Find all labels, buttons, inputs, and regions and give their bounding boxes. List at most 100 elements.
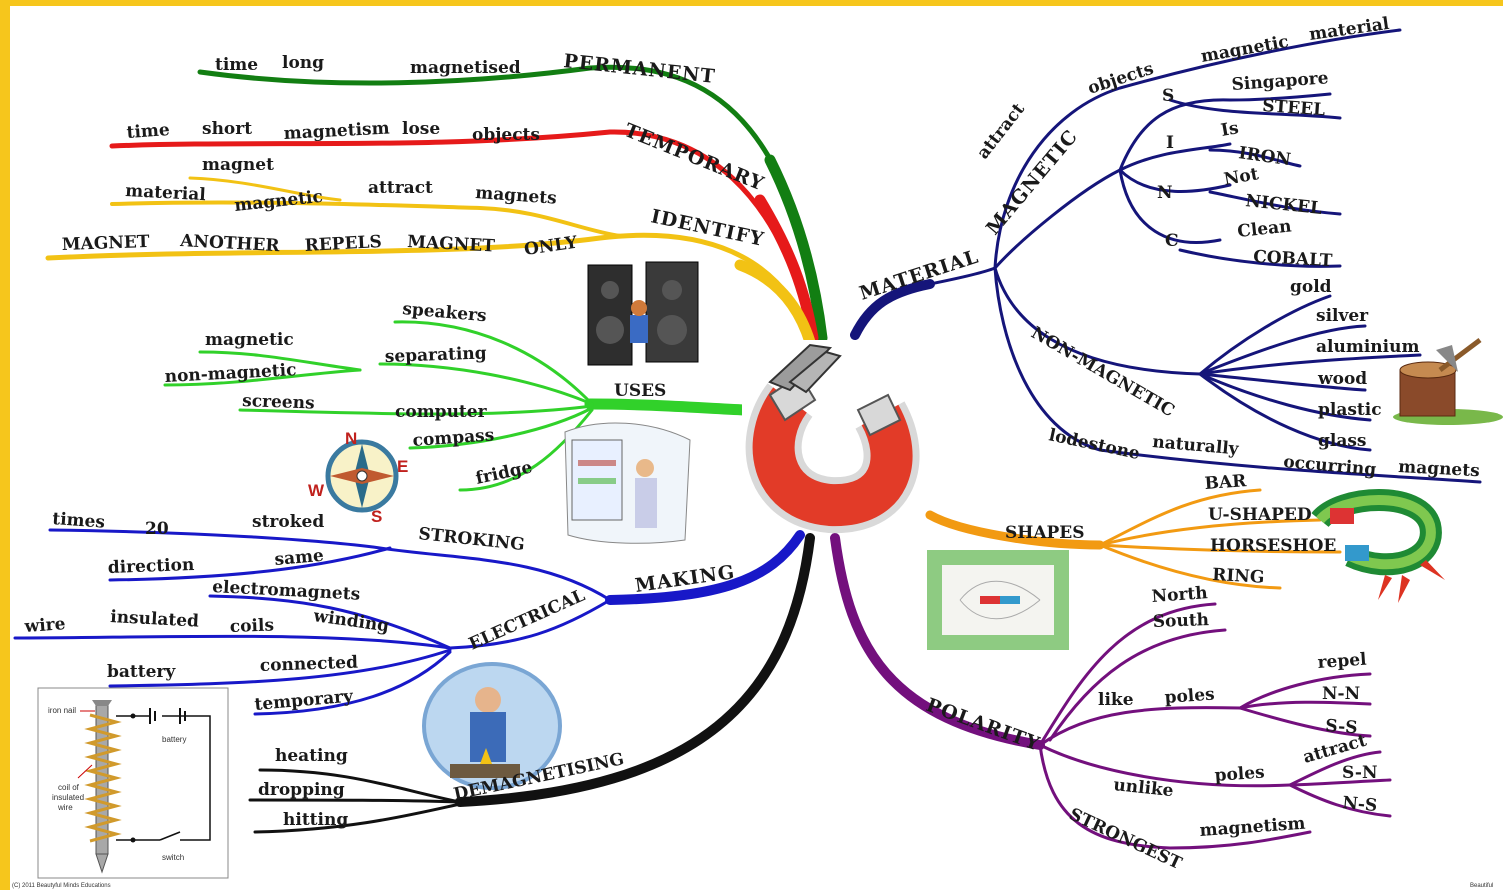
label-permanent: PERMANENT <box>562 50 716 88</box>
word-electrical-connected: connected <box>259 653 358 676</box>
branch-polarity <box>830 533 1045 750</box>
branch-material-twigs <box>928 28 1482 484</box>
word-electrical-temporary: temporary <box>254 686 355 715</box>
word-stroking-20: 20 <box>145 519 169 539</box>
word-electrical-winding: winding <box>311 606 390 637</box>
branch-making-twigs <box>13 528 612 716</box>
word-electrical-insulated: insulated <box>110 607 200 632</box>
compass-letter-w: W <box>308 481 325 500</box>
branch-making <box>605 530 805 605</box>
diagram-label-iron-nail: iron nail <box>48 706 76 715</box>
branch-shapes <box>925 510 1105 550</box>
footer-mark: Beautiful <box>1470 883 1493 889</box>
diagram-label-coil-2: insulated <box>52 793 84 802</box>
word-polarity-north: North <box>1151 583 1208 607</box>
branch-identify-magnet <box>188 176 342 202</box>
word-shapes-u-shaped: U-SHAPED <box>1208 505 1312 525</box>
word-electrical-coils: coils <box>229 615 274 637</box>
word-nonmag-gold: gold <box>1290 277 1332 297</box>
word-uses-fridge: fridge <box>474 457 534 489</box>
horseshoe-magnet-image <box>742 340 922 534</box>
word-electrical-electromagnets: electromagnets <box>212 577 361 605</box>
branch-shapes-twigs <box>1098 488 1342 590</box>
diagram-label-battery: battery <box>162 735 186 744</box>
bar-magnet-field-image <box>927 550 1069 650</box>
word-temporary-short: short <box>202 119 252 139</box>
label-shapes: SHAPES <box>1005 523 1085 543</box>
word-uses-computer: computer <box>395 402 488 422</box>
word-nonmag-plastic: plastic <box>1318 400 1382 420</box>
word-nonmag-wood: wood <box>1317 369 1367 389</box>
branch-permanent-trunk <box>764 154 828 344</box>
word-polarity-south: South <box>1152 610 1209 632</box>
label-stroking: STROKING <box>417 524 525 555</box>
word-polarity-repel: repel <box>1317 650 1368 673</box>
compass-letter-e: E <box>397 457 408 476</box>
word-uses-separating: separating <box>384 343 487 367</box>
word-uses-magnetic: magnetic <box>205 330 294 350</box>
label-uses: USES <box>614 381 666 401</box>
word-magnetic-nickel: NICKEL <box>1244 191 1322 219</box>
horseshoe-nails-image <box>1311 489 1445 603</box>
branch-identify <box>45 232 815 343</box>
word-polarity-like-poles: poles <box>1164 685 1215 708</box>
word-identify-row-only: ONLY <box>523 233 579 260</box>
word-identify-material: material <box>125 181 207 205</box>
word-permanent-magnetised: magnetised <box>410 58 521 78</box>
label-temporary: TEMPORARY <box>621 119 767 195</box>
mind-map-canvas: N W E S <box>10 6 1503 890</box>
word-shapes-bar: BAR <box>1204 471 1248 494</box>
word-uses-screens: screens <box>242 391 315 414</box>
scientist-image <box>422 662 562 790</box>
word-temporary-lose: lose <box>402 119 440 139</box>
word-uses-compass: compass <box>412 425 495 451</box>
word-stroking-times: times <box>52 509 106 533</box>
word-shapes-horseshoe: HORSESHOE <box>1210 536 1336 556</box>
branch-demagnetising <box>455 533 815 807</box>
word-stroking-stroked: stroked <box>252 512 324 532</box>
branch-identify-upper <box>110 200 622 238</box>
branch-polarity-twigs <box>1038 602 1392 850</box>
letter-n: N <box>1157 183 1173 203</box>
word-temporary-objects: objects <box>472 125 540 145</box>
word-magnets: magnets <box>1398 457 1480 481</box>
speakers-image <box>587 261 699 366</box>
word-magnetic-clean: Clean <box>1236 216 1292 242</box>
footer-copyright: (C) 2011 Beautyful Minds Educations <box>12 883 111 889</box>
word-identify-row-repels: REPELS <box>304 232 382 256</box>
word-magnetic-not: Not <box>1222 164 1260 190</box>
word-magnetic-is: Is <box>1219 118 1240 141</box>
letter-s: S <box>1162 86 1174 106</box>
word-uses-non-magnetic: non-magnetic <box>164 360 297 387</box>
branch-material <box>850 279 935 340</box>
letter-c: C <box>1165 231 1179 251</box>
mind-map: N W E S <box>12 14 1503 889</box>
letter-i: I <box>1166 133 1174 153</box>
word-polarity-like: like <box>1098 690 1134 710</box>
word-demag-heating: heating <box>275 746 348 766</box>
word-magnetic-steel: STEEL <box>1262 96 1326 120</box>
word-identify-attract: attract <box>368 178 433 198</box>
word-identify-magnetic: magnetic <box>233 187 323 216</box>
word-identify-row-magnet-2: MAGNET <box>407 232 496 257</box>
compass-letter-n: N <box>345 429 357 448</box>
word-material-magnetic: magnetic <box>1199 32 1290 67</box>
word-magnetic-singapore: Singapore <box>1231 68 1329 95</box>
diagram-label-switch: switch <box>162 853 184 862</box>
branch-uses <box>584 398 751 416</box>
branch-uses-twigs <box>163 320 594 492</box>
word-stroking-same: same <box>274 546 325 570</box>
word-electrical-battery: battery <box>107 662 176 682</box>
word-polarity-n-n: N-N <box>1322 684 1360 704</box>
word-electrical-wire: wire <box>23 614 66 637</box>
word-demag-dropping: dropping <box>258 780 345 800</box>
word-naturally: naturally <box>1152 432 1241 460</box>
word-permanent-time: time <box>215 55 258 75</box>
label-material: MATERIAL <box>857 245 982 304</box>
word-polarity-n-s: N-S <box>1342 793 1378 816</box>
word-polarity-unlike-poles: poles <box>1214 763 1265 786</box>
branch-identify-trunk <box>734 259 816 348</box>
word-identify-magnets: magnets <box>475 183 558 209</box>
word-material-objects: objects <box>1085 59 1156 99</box>
word-demag-hitting: hitting <box>283 810 348 830</box>
